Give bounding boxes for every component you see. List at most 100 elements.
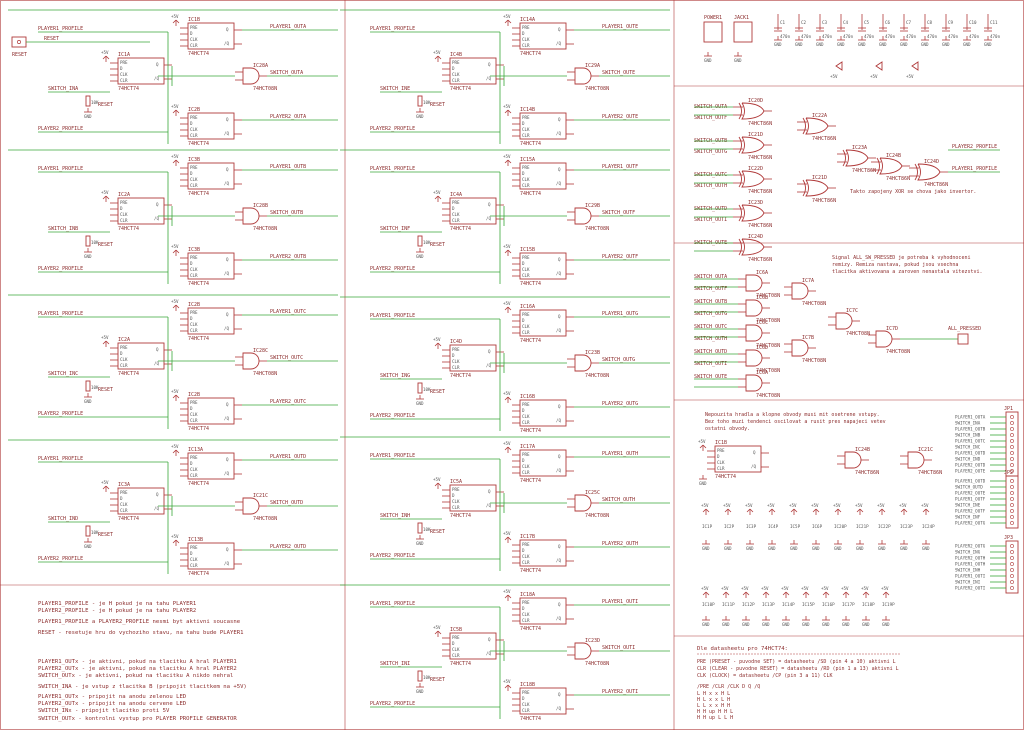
gnd-label: GND (900, 546, 908, 551)
gate-name: IC22A (812, 113, 827, 119)
vcc-label: +5V (171, 444, 179, 449)
profile1-net: PLAYER1_PROFILE (38, 311, 83, 317)
header-pin (1010, 439, 1014, 443)
vcc-label: +5V (433, 50, 441, 55)
note-line: Signal ALL_SW_PRESSED je potreba k vyhod… (832, 255, 970, 261)
gnd-label: GND (795, 42, 803, 47)
xor-output-net: PLAYER1_PROFILE (952, 166, 997, 172)
and-input-net: SWITCH_OUTD (694, 349, 727, 355)
vcc-label: +5V (781, 586, 789, 591)
sw-out-net: SWITCH_OUTH (602, 497, 635, 503)
vcc-label: +5V (171, 104, 179, 109)
pin-label: D (522, 318, 525, 323)
xor-gate-body (805, 179, 829, 197)
gate-name: IC21D (748, 132, 763, 138)
reset-connector: RESET RESET (11, 36, 150, 58)
gate-name: IC21C (253, 493, 268, 499)
truth-line: L L x x H H (697, 703, 730, 709)
p1-out-net: PLAYER1_OUTF (602, 164, 638, 170)
all-pressed-label: ALL_PRESSED (948, 326, 981, 332)
vcc-arrow (504, 306, 509, 311)
pin-label: CLK (522, 37, 530, 42)
vcc-arrow (745, 591, 750, 596)
pin-label: Q (226, 547, 229, 552)
unused-part-name: IC5P (790, 524, 801, 529)
vcc-arrow (749, 508, 754, 513)
pin-label: CLK (190, 127, 198, 132)
and-gate-body (745, 324, 763, 342)
and-gate-body (745, 374, 763, 392)
pin-label: D (452, 353, 455, 358)
pin-label: PRE (120, 345, 128, 350)
header-net-label: PLAYER1_OUTF (955, 497, 986, 502)
profile2-net: PLAYER2_PROFILE (370, 553, 415, 559)
pin-label: PRE (452, 347, 460, 352)
p2-out-net: PLAYER2_OUTD (270, 544, 306, 550)
pin-label: PRE (190, 115, 198, 120)
p1-out-net: PLAYER1_OUTA (270, 24, 306, 30)
gate-name: IC24B (855, 447, 870, 453)
gate-name: IC7A (802, 278, 814, 284)
vcc-arrow (504, 684, 509, 689)
header-pin (1010, 415, 1014, 419)
and-gate-body (745, 349, 763, 367)
header-pin (1010, 463, 1014, 467)
header-net-label: PLAYER1_OUTD (955, 451, 986, 456)
sw-out-net: SWITCH_OUTD (270, 500, 303, 506)
flip-flop-body (519, 162, 567, 190)
pin-label: D (452, 641, 455, 646)
profile2-net: PLAYER2_PROFILE (38, 266, 83, 272)
cap-name: C1 (780, 20, 786, 25)
reset-net: RESET (98, 387, 113, 393)
xor-gate-body (805, 117, 829, 135)
resistor-value: 10K (423, 527, 431, 532)
p2-out-net: PLAYER2_OUTA (270, 114, 306, 120)
header-net-label: PLAYER2_OUTE (955, 469, 986, 474)
pin-label: CLR (120, 218, 128, 223)
flip-flop-name: IC3B (188, 157, 200, 163)
gnd-label: GND (699, 481, 707, 486)
vcc-arrow (845, 591, 850, 596)
pin-label: CLK (522, 324, 530, 329)
pin-label: D (452, 66, 455, 71)
flip-flop-type: 74HCT74 (520, 141, 541, 147)
legend-line: PLAYER1_PROFILE a PLAYER2_PROFILE nesmi … (38, 619, 241, 625)
gnd-label: GND (790, 546, 798, 551)
profile2-net: PLAYER2_PROFILE (370, 701, 415, 707)
cap-name: C8 (927, 20, 933, 25)
cap-name: C7 (906, 20, 912, 25)
profile1-net: PLAYER1_PROFILE (370, 453, 415, 459)
pin-label: PRE (522, 115, 530, 120)
resistor-body (85, 235, 91, 247)
and-gate-body (242, 67, 260, 85)
pin-label: CLK (190, 267, 198, 272)
flip-flop-type: 74HCT74 (188, 336, 209, 342)
pin-label: CLR (522, 618, 530, 623)
vcc-arrow (102, 340, 107, 345)
pin-label: Q (226, 457, 229, 462)
unused-part-name: IC22P (878, 524, 891, 529)
vcc-label: +5V (171, 299, 179, 304)
flip-flop-name: IC17B (520, 534, 535, 540)
vcc-arrow (837, 508, 842, 513)
flip-flop-name: IC13A (188, 447, 203, 453)
pin-label: /Q (556, 181, 562, 186)
and-input-net: SWITCH_OUTA (694, 274, 727, 280)
flip-flop-name: IC3A (118, 482, 130, 488)
flip-flop-body (117, 487, 165, 515)
vcc-arrow (175, 394, 180, 399)
header-net-label: PLAYER1_OUTB (955, 427, 986, 432)
reset-net: RESET (430, 529, 445, 535)
profile1-net: PLAYER1_PROFILE (370, 166, 415, 172)
vcc-label: +5V (433, 625, 441, 630)
gnd-label: GND (746, 546, 754, 551)
flip-flop-name: IC2A (118, 192, 130, 198)
xor-gate-body (845, 149, 869, 167)
header-net-label: PLAYER1_OUTH (955, 562, 986, 567)
vcc-arrow (699, 444, 704, 449)
pin-label: PRE (522, 165, 530, 170)
